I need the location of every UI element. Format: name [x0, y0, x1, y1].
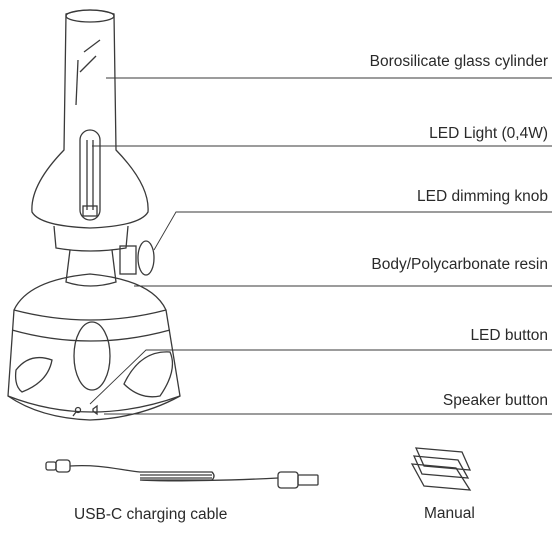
glass-cylinder-label: Borosilicate glass cylinder — [369, 53, 548, 70]
speaker-button-label: Speaker button — [442, 392, 548, 409]
manual — [410, 447, 472, 491]
led-light — [79, 129, 101, 221]
lantern-body — [7, 273, 181, 421]
led-light-label: LED Light (0,4W) — [429, 125, 548, 142]
bulb-icon — [72, 406, 82, 417]
collar — [53, 225, 129, 287]
dimming-knob — [119, 240, 155, 276]
manual-caption: Manual — [424, 505, 475, 522]
glass-cylinder — [31, 9, 149, 229]
leader-lines — [89, 77, 552, 415]
dimming-knob-label: LED dimming knob — [417, 188, 548, 205]
cable-caption: USB-C charging cable — [74, 506, 228, 523]
led-button-label: LED button — [470, 327, 548, 344]
usb-c-cable — [45, 459, 319, 489]
speaker-icon — [92, 404, 98, 416]
body-label: Body/Polycarbonate resin — [371, 256, 548, 273]
